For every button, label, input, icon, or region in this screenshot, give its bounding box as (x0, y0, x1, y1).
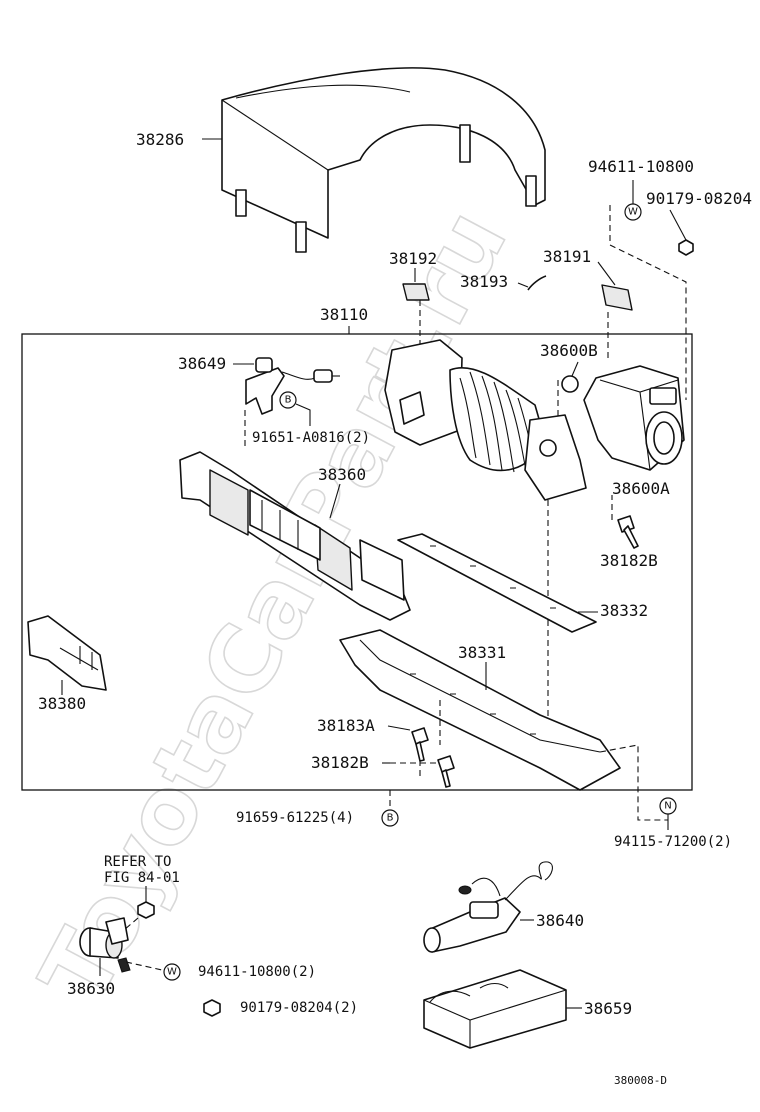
nut-icon (137, 901, 155, 919)
label-38182B-bottom[interactable]: 38182B (311, 753, 369, 772)
label-38110[interactable]: 38110 (320, 305, 368, 324)
bolt-icon: B (279, 391, 297, 409)
svg-text:B: B (285, 395, 292, 406)
nut-icon (678, 239, 694, 256)
dashed-guide-top-right (609, 205, 687, 400)
label-38193[interactable]: 38193 (460, 272, 508, 291)
note-refer-to-line1: REFER TO (104, 854, 171, 870)
part-38360-bracket[interactable] (179, 451, 411, 621)
note-refer-to-line2: FIG 84-01 (104, 870, 180, 886)
label-94115-71200[interactable]: 94115-71200(2) (614, 834, 732, 850)
nut-icon (203, 999, 221, 1017)
diagram-code: 380008-D (614, 1074, 667, 1087)
label-38659[interactable]: 38659 (584, 999, 632, 1018)
label-94611-10800-bottom[interactable]: 94611-10800(2) (198, 964, 316, 980)
part-38649-sensor[interactable] (245, 357, 340, 415)
part-38182B-bolt-top[interactable] (617, 515, 639, 549)
watermark: ToyotaCarPart.ru (20, 193, 528, 1020)
label-90179-08204-top[interactable]: 90179-08204 (646, 189, 752, 208)
part-38331-plate[interactable] (339, 629, 621, 791)
label-38192[interactable]: 38192 (389, 249, 437, 268)
part-38192-pad[interactable] (402, 283, 430, 301)
part-38640-switch[interactable] (423, 861, 553, 953)
svg-text:N: N (664, 801, 671, 812)
washer-icon: W (163, 963, 181, 981)
svg-text:W: W (628, 207, 638, 218)
label-38332[interactable]: 38332 (600, 601, 648, 620)
part-38182B-bolt-bottom[interactable] (437, 755, 455, 788)
label-38600B[interactable]: 38600B (540, 341, 598, 360)
label-94611-10800-top[interactable]: 94611-10800 (588, 157, 694, 176)
label-90179-08204-bottom[interactable]: 90179-08204(2) (240, 1000, 358, 1016)
label-91659-61225[interactable]: 91659-61225(4) (236, 810, 354, 826)
bolt-icon: B (381, 809, 399, 827)
part-38659-case[interactable] (423, 969, 567, 1049)
label-38183A[interactable]: 38183A (317, 716, 375, 735)
label-38182B-top[interactable]: 38182B (600, 551, 658, 570)
part-actuator-assembly[interactable] (384, 339, 587, 501)
label-38191[interactable]: 38191 (543, 247, 591, 266)
washer-icon: W (624, 203, 642, 221)
part-38630-solenoid[interactable] (79, 917, 131, 973)
nut-symbol-icon: N (659, 797, 677, 815)
label-38649[interactable]: 38649 (178, 354, 226, 373)
leader-90179-top (669, 209, 687, 241)
assembly-38110-box (21, 333, 693, 791)
part-38600B-ring[interactable] (561, 375, 579, 393)
label-38600A[interactable]: 38600A (612, 479, 670, 498)
part-38191-pad[interactable] (601, 284, 633, 311)
label-38286[interactable]: 38286 (136, 130, 184, 149)
label-38360[interactable]: 38360 (318, 465, 366, 484)
svg-text:W: W (167, 967, 177, 978)
part-38600A-motor[interactable] (583, 365, 685, 471)
part-38286-column-cover[interactable] (221, 67, 546, 253)
part-38380-bracket[interactable] (27, 615, 107, 691)
label-38640[interactable]: 38640 (536, 911, 584, 930)
part-38183A-bolt[interactable] (411, 727, 429, 762)
part-38332-plate[interactable] (397, 533, 597, 633)
label-38331[interactable]: 38331 (458, 643, 506, 662)
part-38193-hose[interactable] (527, 275, 547, 291)
label-38630[interactable]: 38630 (67, 979, 115, 998)
label-91651-A0816[interactable]: 91651-A0816(2) (252, 430, 370, 446)
svg-text:B: B (387, 813, 394, 824)
label-38380[interactable]: 38380 (38, 694, 86, 713)
